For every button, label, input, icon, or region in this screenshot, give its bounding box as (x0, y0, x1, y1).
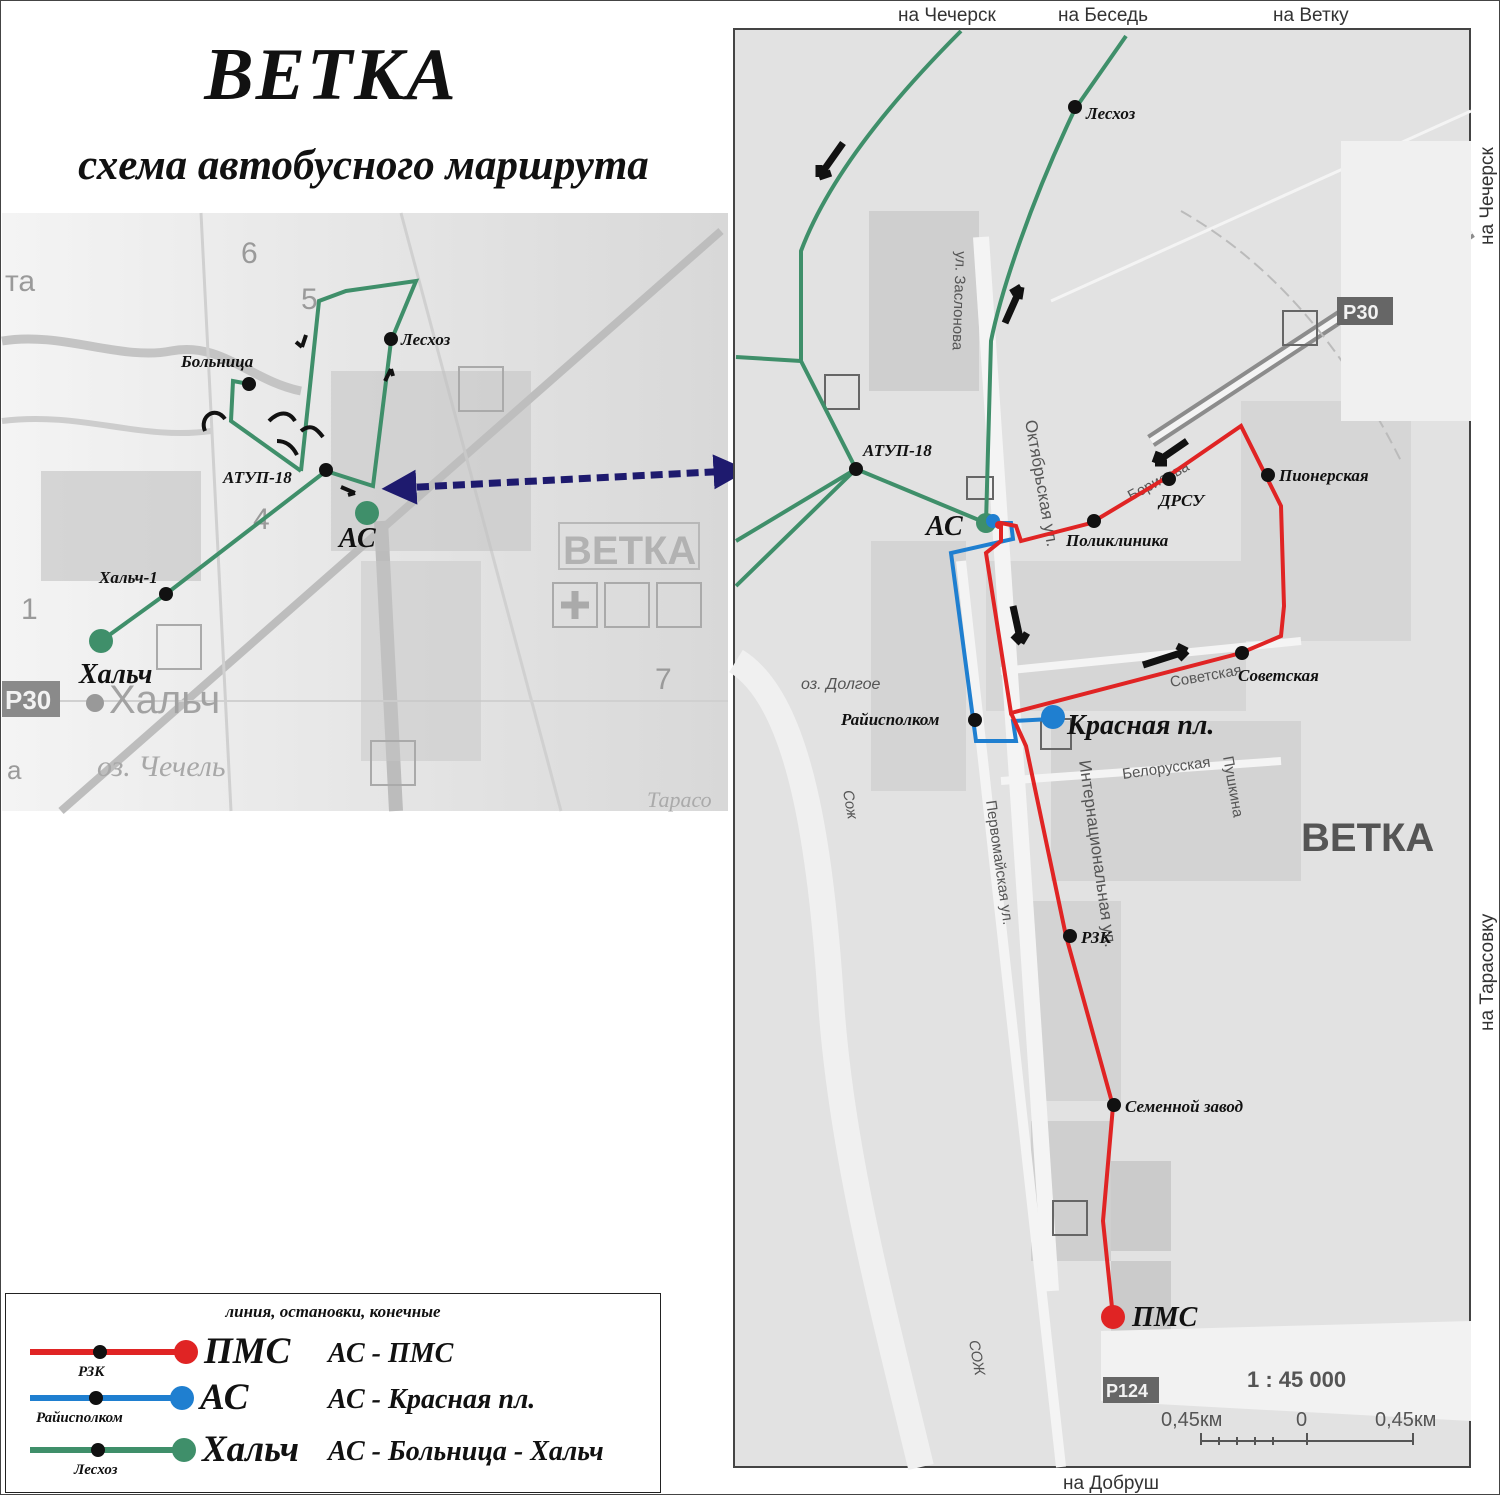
inset-terminal-as-marker (355, 501, 379, 525)
dir-tarasovka: на Тарасовку (1477, 913, 1498, 1031)
inset-road-r30: Р30 (5, 685, 51, 715)
legend-line-blue (30, 1386, 194, 1410)
main-stop-drsu: ДРСУ (1157, 491, 1206, 510)
main-terminal-pms: ПМС (1131, 1302, 1198, 1333)
museum-icon (156, 624, 202, 670)
fuel-station-icon (458, 366, 504, 412)
main-terminal-pms-marker (1101, 1305, 1125, 1329)
legend-terminal-pms: ПМС (204, 1331, 291, 1372)
main-stop-semennoy: Семенной завод (1125, 1097, 1244, 1116)
inset-terminal-khalch-marker (89, 629, 113, 653)
inset-edge-text: та (5, 265, 35, 298)
inset-terminal-as: АС (337, 523, 376, 554)
main-terminal-krasnaya-marker (1041, 705, 1065, 729)
legend-stop-raiispolkom: Райисполком (36, 1410, 123, 1426)
main-terminal-krasnaya: Красная пл. (1066, 710, 1214, 741)
road-r30-label: Р30 (1343, 302, 1379, 324)
main-red-loop (983, 423, 1287, 716)
library-icon (604, 582, 650, 628)
main-stop-rzk: РЗК (1080, 928, 1112, 947)
legend-line-red (30, 1340, 198, 1364)
legend-row-blue: АС АС - Красная пл. Райисполком (6, 1377, 660, 1430)
river-label-2: СОЖ (965, 1339, 988, 1378)
scale-right: 0,45км (1375, 1409, 1436, 1431)
legend-header: линия, остановки, конечные (225, 1302, 441, 1321)
scale-bar (1200, 1433, 1414, 1445)
main-red-route-south (1009, 712, 1116, 1318)
legend-terminal-as: АС (200, 1377, 249, 1418)
inset-map: 6 5 4 1 7 та а Р30 Хальч оз. Чечель Тара… (1, 212, 728, 815)
legend-line-green (30, 1438, 196, 1462)
fuel-station-icon-5 (1052, 1200, 1088, 1236)
inset-stop-bolnitsa: Больница (180, 352, 254, 371)
legend-terminal-khalch: Хальч (202, 1429, 300, 1470)
main-green-route-west (734, 29, 963, 588)
inset-district-5: 5 (301, 283, 318, 316)
inset-terminal-khalch: Хальч (78, 659, 152, 690)
cafe-icon (656, 582, 702, 628)
main-stop-leskhoz: Лесхоз (1085, 104, 1136, 123)
dir-chechersk-side: на Чечерск (1477, 147, 1498, 245)
scale-ratio: 1 : 45 000 (1247, 1367, 1346, 1392)
fuel-station-icon-4 (1282, 310, 1318, 346)
direction-arrow (294, 334, 308, 349)
inset-stop-leskhoz: Лесхоз (400, 330, 451, 349)
legend-route-green: АС - Больница - Хальч (328, 1436, 604, 1467)
fuel-station-icon-2 (370, 740, 416, 786)
main-city-label: ВЕТКА (1301, 816, 1434, 860)
hospital-icon (552, 582, 598, 628)
scale-zero: 0 (1296, 1409, 1307, 1431)
main-stop-raiispolkom: Райисполком (840, 710, 940, 729)
main-green-route-north (984, 34, 1128, 524)
main-stop-atup: АТУП-18 (862, 441, 932, 460)
inset-district-6: 6 (241, 237, 258, 270)
map-title: ВЕТКА (204, 34, 458, 116)
main-stop-pionerskaya: Пионерская (1278, 466, 1369, 485)
inset-city-label: ВЕТКА (563, 529, 696, 573)
legend-route-blue: АС - Красная пл. (328, 1384, 536, 1415)
scale-left: 0,45км (1161, 1409, 1222, 1431)
legend-row-red: ПМС АС - ПМС РЗК (6, 1331, 660, 1384)
direction-arrow-big-2 (1001, 283, 1025, 325)
legend-row-green: Хальч АС - Больница - Хальч Лесхоз (6, 1429, 660, 1482)
river-label-1: Сож (839, 789, 861, 821)
inset-stop-atup: АТУП-18 (222, 468, 292, 487)
inset-lake-label: оз. Чечель (97, 750, 226, 783)
inset-district-1: 1 (21, 593, 38, 626)
lake-dolgoe-label: оз. Долгое (801, 676, 880, 693)
map-legend: линия, остановки, конечные ПМС АС - ПМС … (5, 1293, 661, 1493)
main-stop-poliklinika: Поликлиника (1065, 531, 1169, 550)
main-map: ВЕТКА оз. Долгое Сож СОЖ Р30 Р124 ул. За… (728, 5, 1498, 1494)
road-r124-label: Р124 (1106, 1381, 1148, 1401)
main-terminal-as: АС (924, 511, 963, 542)
fuel-station-icon-3 (824, 374, 860, 410)
inset-edge-label: Тарасо (647, 787, 712, 812)
post-office-icon (966, 476, 994, 500)
dir-beseda: на Беседь (1058, 5, 1148, 26)
inset-stop-khalch1: Хальч-1 (98, 568, 158, 587)
legend-route-red: АС - ПМС (328, 1338, 454, 1369)
dir-chechersk-top: на Чечерск (898, 5, 996, 26)
dir-dobrush: на Добруш (1063, 1473, 1159, 1494)
inset-link-arrow (381, 454, 749, 505)
inset-edge-lake: а (7, 755, 22, 785)
inset-district-7: 7 (655, 663, 672, 696)
direction-arrow-big-1 (815, 140, 846, 181)
direction-arrow-big-3 (1151, 438, 1189, 467)
dir-vetka: на Ветку (1273, 5, 1349, 26)
direction-arrow-big-5 (1141, 642, 1190, 669)
legend-stop-leskhoz: Лесхоз (74, 1462, 118, 1478)
map-subtitle: схема автобусного маршрута (78, 142, 649, 189)
street-zaslonova: ул. Заслонова (949, 251, 969, 351)
inset-village-label: Хальч (109, 678, 220, 722)
main-stop-sovetskaya: Советская (1238, 666, 1319, 685)
direction-arrow-big-4 (1009, 605, 1031, 646)
legend-stop-rzk: РЗК (78, 1364, 105, 1380)
